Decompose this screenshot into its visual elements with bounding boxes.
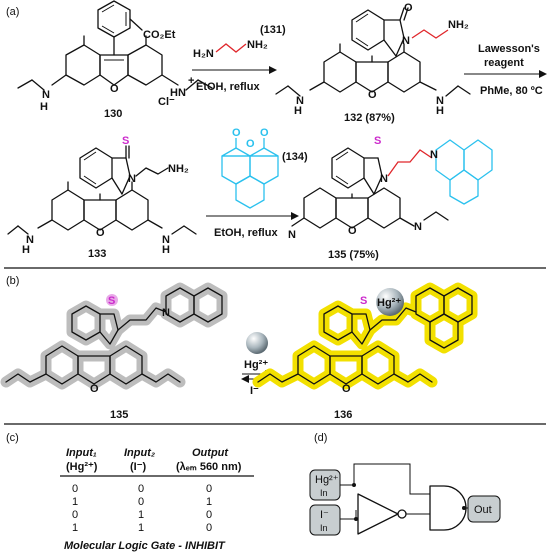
amine-n-133-right: N <box>162 234 170 246</box>
ring-oxygen-136: O <box>342 383 351 395</box>
amine-n-133-left: N <box>26 234 34 246</box>
conditions-3: EtOH, reflux <box>214 227 278 239</box>
amine-h-132-left: H <box>294 105 302 117</box>
imide-n-135: N <box>430 149 438 161</box>
compound-135-label-b: 135 <box>110 409 128 421</box>
table-cell: 1 <box>138 522 144 534</box>
lawesson-line1: Lawesson's <box>478 43 540 55</box>
compound-133-label: 133 <box>88 248 106 260</box>
amine-h-right: H <box>170 87 178 99</box>
amine-n-135-right: N <box>414 221 422 233</box>
compound-136-label: 136 <box>334 409 352 421</box>
compound-130-label: 130 <box>104 108 122 120</box>
hg-ion-ball-right <box>376 288 404 316</box>
table-cell: 1 <box>206 496 212 508</box>
compound-136-highlighted <box>252 282 478 390</box>
terminal-nh2-132: NH₂ <box>448 19 469 31</box>
amine-h-133-left: H <box>22 244 30 256</box>
table-cell: 0 <box>72 483 78 495</box>
amine-n-132-right: N <box>436 95 444 107</box>
compound-133-structure <box>7 145 197 235</box>
output-box <box>467 495 501 523</box>
anhydride-o-mid: O <box>246 138 255 150</box>
hg-label-right: Hg²⁺ <box>377 297 401 309</box>
table-cell: 0 <box>206 509 212 521</box>
amine-n-132-left: N <box>296 95 304 107</box>
table-sub-input1: (Hg²⁺) <box>66 461 98 473</box>
table-cell: 0 <box>206 483 212 495</box>
ring-oxygen: O <box>110 83 119 95</box>
iminium-charge: + <box>188 75 194 87</box>
output-label: Out <box>474 504 492 516</box>
table-header-output: Output <box>192 447 229 459</box>
hg-label-left: Hg²⁺ <box>244 359 268 371</box>
compound-135-highlighted <box>0 282 228 390</box>
compound-132-structure <box>275 7 471 97</box>
terminal-nh2-133: NH₂ <box>168 163 189 175</box>
iodide-label-b: I⁻ <box>250 385 259 397</box>
compound-135-label: 135 (75%) <box>328 249 379 261</box>
lactam-n-135: N <box>380 173 388 185</box>
hg-ion-ball-left <box>246 332 268 354</box>
panel-a-label: (a) <box>6 6 19 18</box>
table-cell: 1 <box>138 509 144 521</box>
thione-s-136: S <box>360 295 367 307</box>
table-cell: 1 <box>72 496 78 508</box>
input-iodide-sub: In <box>320 523 328 533</box>
lactam-n-133: N <box>128 173 136 185</box>
compound-132-label: 132 (87%) <box>344 112 395 124</box>
lactam-n: N <box>402 35 410 47</box>
thione-s-133: S <box>122 135 129 147</box>
ester-label: CO₂Et <box>143 29 176 41</box>
panel-d-label: (d) <box>314 432 327 444</box>
ring-oxygen-b135: O <box>90 383 99 395</box>
amine-n-left: N <box>42 89 50 101</box>
amine-n-135-left: N <box>288 229 296 241</box>
reagent-134-id: (134) <box>282 151 308 163</box>
chloride-label: Cl⁻ <box>158 96 175 108</box>
reagent-131-right: NH₂ <box>247 39 268 51</box>
reagent-134-structure <box>221 138 279 209</box>
amine-n-right: N <box>178 87 186 99</box>
conditions-2: PhMe, 80 ºC <box>480 85 543 97</box>
input-hg-sub: In <box>320 488 328 498</box>
anhydride-o-left: O <box>232 127 241 139</box>
logic-gate-diagram <box>309 463 501 536</box>
panel-b-label: (b) <box>6 275 19 287</box>
table-cell: 0 <box>138 496 144 508</box>
table-cell: 0 <box>72 509 78 521</box>
reagent-131-left: H₂N <box>193 48 214 60</box>
table-header-input1: Input₁ <box>66 447 97 459</box>
thione-s-135: S <box>374 135 381 147</box>
ring-oxygen-135: O <box>348 225 357 237</box>
input-iodide-box <box>309 504 341 536</box>
panel-c-label: (c) <box>6 432 19 444</box>
conditions-1: EtOH, reflux <box>196 81 260 93</box>
amine-h-left: H <box>40 101 48 113</box>
carbonyl-oxygen: O <box>404 2 413 14</box>
ring-oxygen-132: O <box>368 89 377 101</box>
reagent-131-id: (131) <box>260 24 286 36</box>
input-hg-label: Hg²⁺ <box>315 474 339 486</box>
table-header-input2: Input₂ <box>124 447 155 459</box>
input-iodide-label: I⁻ <box>320 509 329 521</box>
table-sub-input2: (I⁻) <box>130 461 147 473</box>
table-cell: 1 <box>72 522 78 534</box>
amine-h-132-right: H <box>436 105 444 117</box>
imide-n-b135: N <box>162 307 170 319</box>
table-cell: 0 <box>206 522 212 534</box>
table-cell: 0 <box>138 483 144 495</box>
lawesson-line2: reagent <box>484 57 524 69</box>
table-sub-output: (λₑₘ 560 nm) <box>176 461 242 473</box>
amine-h-133-right: H <box>162 244 170 256</box>
compound-130-structure <box>17 0 213 91</box>
table-caption: Molecular Logic Gate - INHIBIT <box>64 540 226 552</box>
ring-oxygen-133: O <box>96 227 105 239</box>
thione-s-b135: S <box>108 295 115 307</box>
anhydride-o-right: O <box>260 127 269 139</box>
compound-135-structure-a <box>291 139 493 229</box>
